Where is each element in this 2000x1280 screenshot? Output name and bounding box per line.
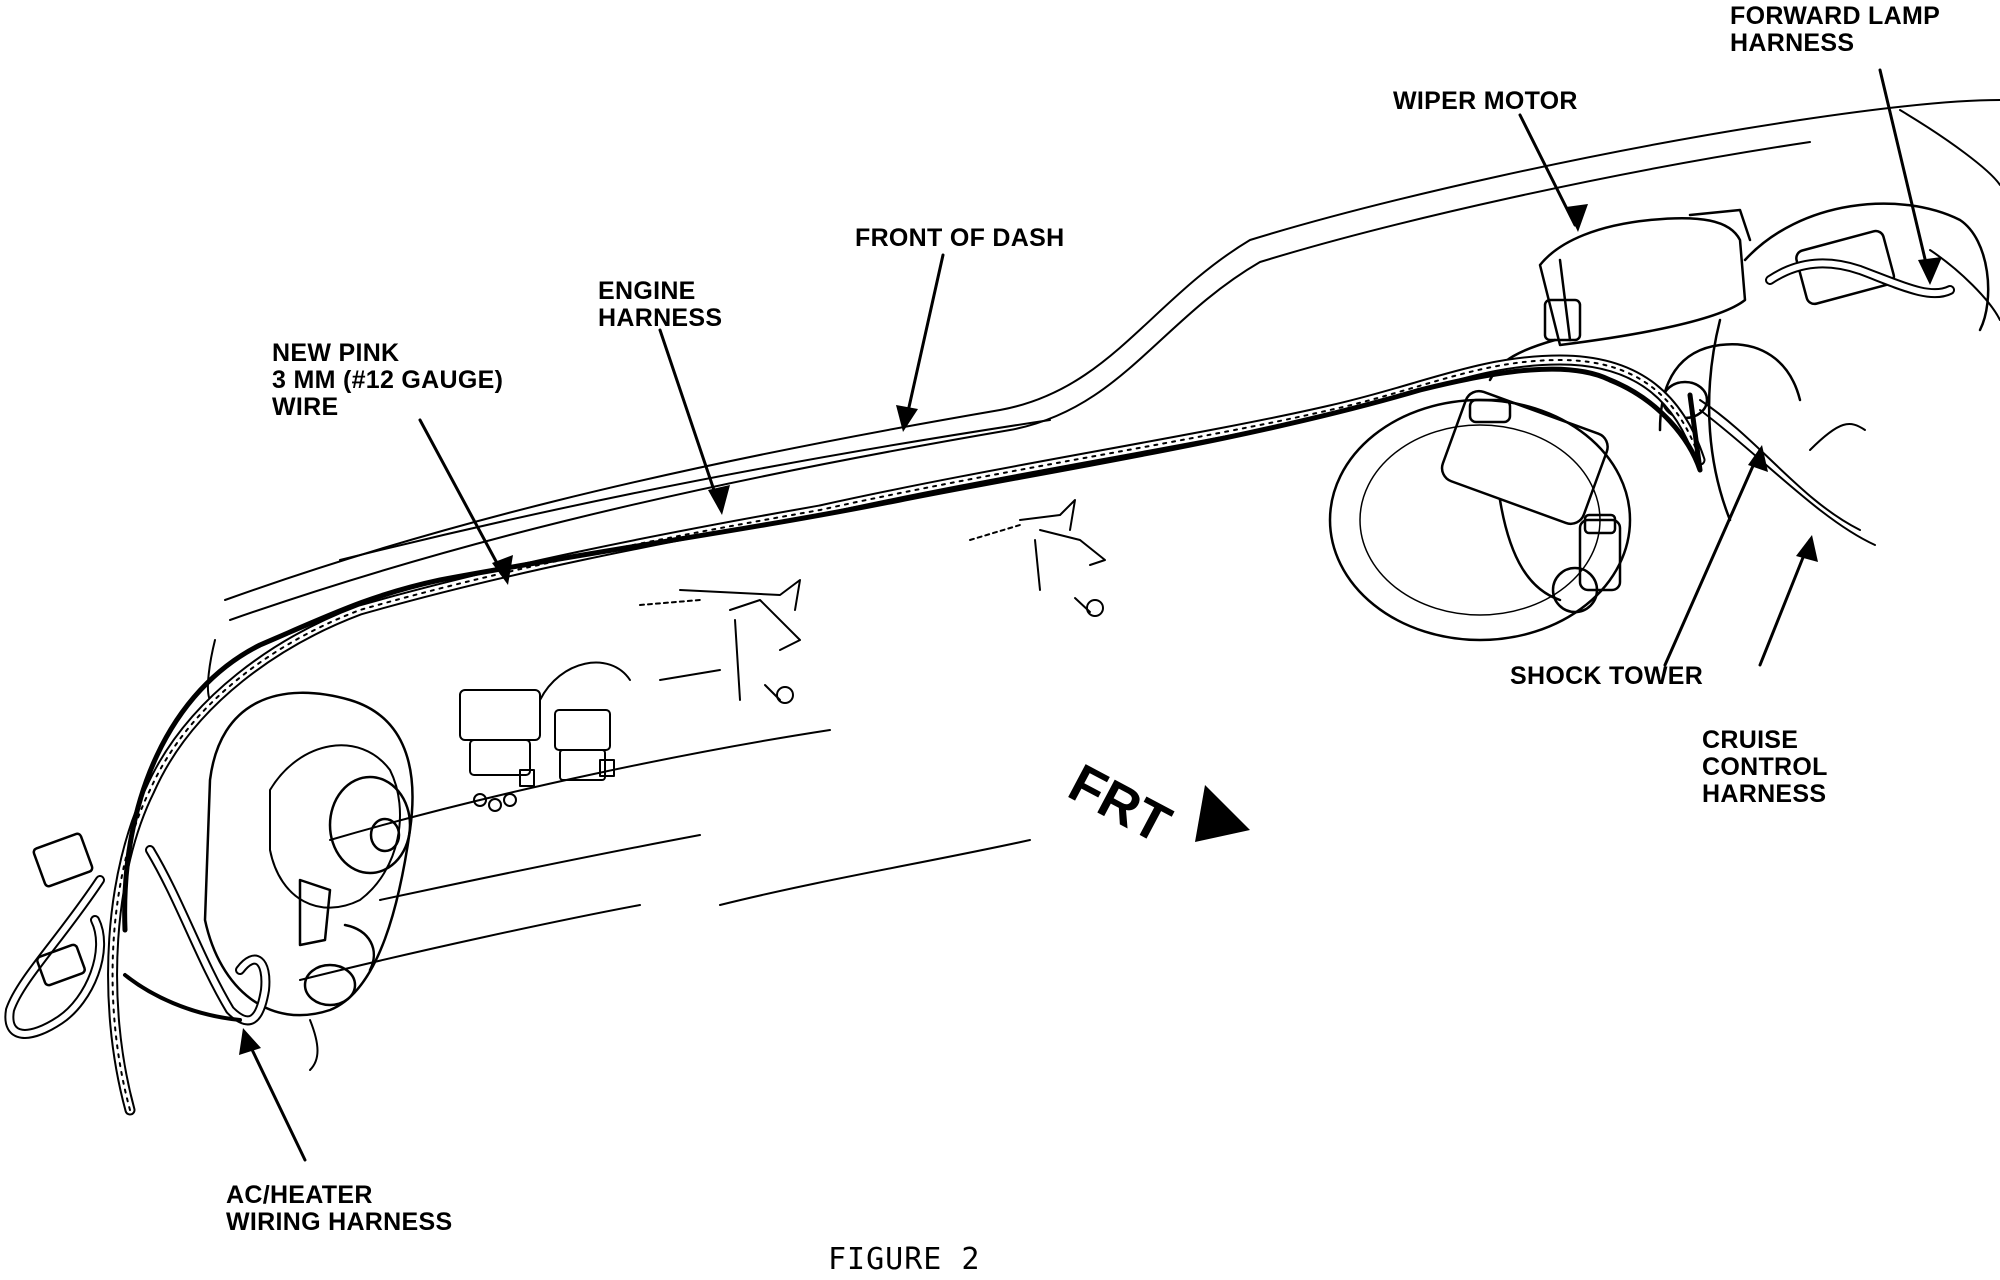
label-shock-tower: SHOCK TOWER (1510, 662, 1704, 690)
brake-booster (1328, 389, 1632, 642)
label-new-pink-wire: NEW PINK 3 MM (#12 GAUGE) WIRE (272, 339, 504, 421)
label-front-of-dash: FRONT OF DASH (855, 224, 1065, 252)
forward-lamp-harness-branch (1765, 258, 1955, 299)
relay-cluster (459, 661, 631, 812)
figure-caption: FIGURE 2 (828, 1242, 981, 1277)
engine-harness-bundle (107, 354, 1706, 1116)
frt-arrow-head (1195, 785, 1250, 842)
label-engine-harness: ENGINE HARNESS (598, 277, 723, 332)
label-wiper-motor: WIPER MOTOR (1393, 87, 1578, 115)
new-pink-wire-path (122, 366, 1703, 933)
bracket-right (639, 499, 1106, 617)
label-cruise-control-harness: CRUISE CONTROL HARNESS (1702, 726, 1828, 808)
dash-panel-outline (206, 99, 2000, 1071)
arrow-heads (239, 204, 1942, 1055)
ac-heater-harness-branch (123, 845, 271, 1026)
cruise-control-cable (1699, 399, 1876, 546)
bracket-left (659, 579, 801, 704)
left-connector-loop (4, 832, 106, 1039)
leader-arrows (243, 68, 1932, 1162)
label-ac-heater-wiring-harness: AC/HEATER WIRING HARNESS (226, 1181, 453, 1236)
shock-tower-drawing (1658, 202, 1990, 522)
label-forward-lamp-harness: FORWARD LAMP HARNESS (1730, 2, 1941, 57)
blower-motor-drawing (203, 691, 414, 1017)
wiper-motor-drawing (1488, 208, 1752, 382)
